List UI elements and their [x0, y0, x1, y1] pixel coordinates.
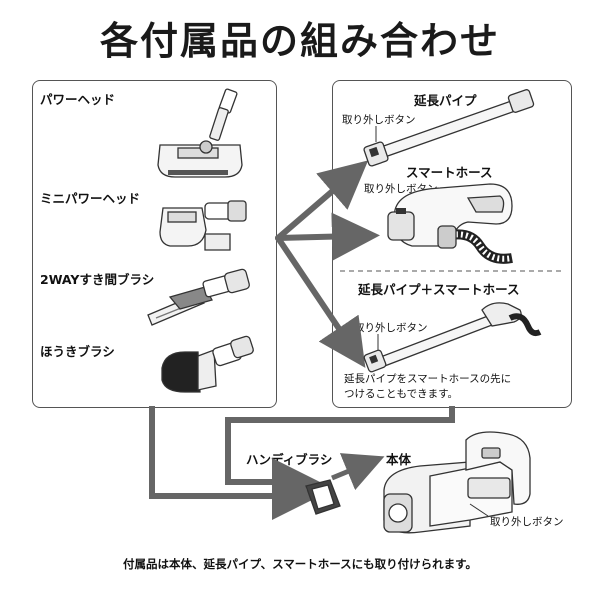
broom-brush-label: ほうきブラシ [40, 344, 115, 359]
extension-pipe-icon [363, 89, 535, 167]
mini-power-head-icon [159, 200, 247, 251]
release-button-label-combo: 取り外しボタン [354, 322, 428, 334]
combo-note-line2: つけることもできます。 [344, 388, 459, 400]
crevice-brush-label: 2WAYすき間ブラシ [40, 272, 155, 287]
combo-pipe-hose-icon [363, 302, 542, 373]
smart-hose-icon [387, 183, 513, 264]
connection-arrows [275, 160, 380, 368]
brush-to-body-arrow [331, 453, 385, 491]
handy-brush-icon [305, 479, 341, 515]
release-button-label-body: 取り外しボタン [490, 516, 564, 528]
release-button-label-pipe: 取り外しボタン [342, 114, 416, 126]
main-body-label: 本体 [386, 452, 412, 467]
crevice-brush-icon [147, 268, 250, 326]
combo-note-line1: 延長パイプをスマートホースの先に [344, 373, 512, 385]
broom-brush-icon [161, 335, 254, 393]
main-body-icon [383, 431, 531, 534]
extension-pipe-label: 延長パイプ [414, 93, 477, 108]
power-head-label: パワーヘッド [40, 92, 116, 107]
footnote: 付属品は本体、延長パイプ、スマートホースにも取り付けられます。 [122, 557, 478, 571]
smart-hose-label: スマートホース [406, 165, 493, 180]
combo-title: 延長パイプ＋スマートホース [358, 282, 520, 297]
handy-connectors [149, 406, 455, 520]
power-head-icon [157, 88, 243, 178]
page-title: 各付属品の組み合わせ [99, 19, 500, 63]
mini-power-head-label: ミニパワーヘッド [40, 191, 141, 206]
